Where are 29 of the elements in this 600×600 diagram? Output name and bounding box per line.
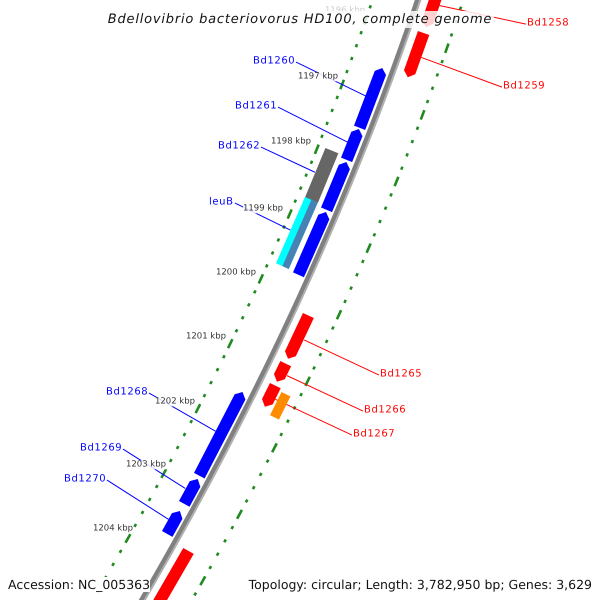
gene-label: Bd1269 (80, 442, 122, 454)
gene-label: Bd1259 (503, 80, 546, 92)
gene-label: Bd1267 (353, 428, 396, 440)
tick-label: 1203 kbp (126, 460, 166, 470)
tick-label: 1197 kbp (298, 72, 338, 82)
info-text: Accession: NC_005363 (8, 577, 150, 592)
leader-line (274, 398, 352, 436)
tick-label: 1202 kbp (154, 397, 196, 407)
leader-line (260, 146, 316, 173)
gene-label: Bd1266 (364, 404, 406, 416)
gene-label: Bd1270 (64, 474, 106, 484)
info-text: Topology: circular; Length: 3,782,950 bp; Genes: 3,629 (248, 577, 592, 592)
gene-label: Bd1258 (527, 18, 570, 28)
gene-label: Bd1261 (235, 100, 278, 112)
leader-line (304, 339, 380, 376)
leader-line (278, 106, 348, 143)
leader-line (106, 480, 169, 520)
leader-line (286, 375, 364, 412)
gene-label: Bd1260 (253, 56, 296, 66)
tick-label: 1204 kbp (92, 524, 134, 534)
leader-line (420, 56, 502, 88)
gene-label: Bd1262 (218, 140, 260, 152)
gene-label: Bd1265 (380, 368, 422, 380)
tick-label: 1200 kbp (216, 268, 256, 278)
tick-label: 1198 kbp (270, 137, 312, 147)
tick-label: 1201 kbp (186, 332, 226, 342)
gene-label: leuB (209, 196, 234, 208)
gene-label: Bd1268 (106, 386, 148, 398)
tick-label: 1199 kbp (242, 204, 284, 214)
